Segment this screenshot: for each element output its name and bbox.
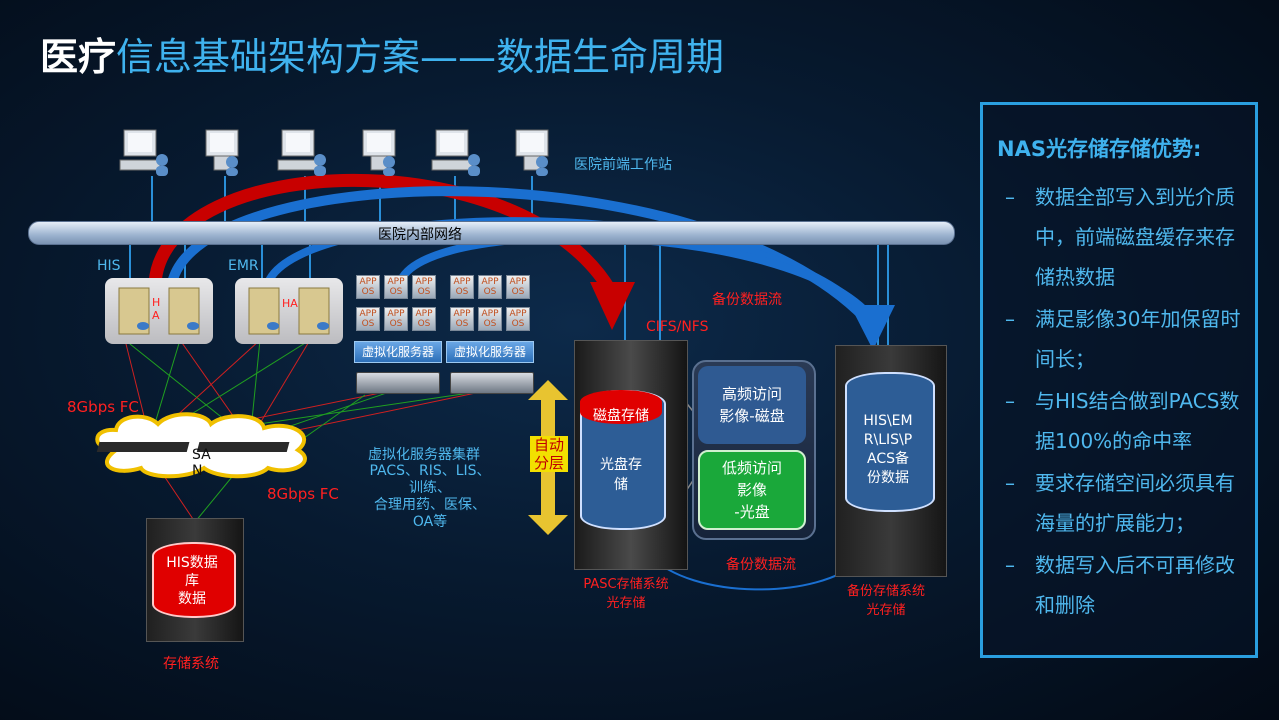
app-os-icon: APP OS <box>356 275 380 299</box>
workstation-icon <box>118 128 168 176</box>
list-item-text: 与HIS结合做到PACS数据100%的命中率 <box>1035 389 1240 453</box>
workstation-icon <box>510 128 554 176</box>
app-os-icon: APP OS <box>450 275 474 299</box>
app-os-icon: APP OS <box>506 307 530 331</box>
advantages-list: –数据全部写入到光介质中，前端磁盘缓存来存储热数据 –满足影像30年加保留时间长… <box>1005 177 1245 627</box>
high-freq-card: 高频访问 影像-磁盘 <box>698 366 806 444</box>
bullet-dash: – <box>1005 389 1015 413</box>
bullet-dash: – <box>1005 471 1015 495</box>
fc-label-2: 8Gbps FC <box>267 485 339 503</box>
pacs-system-label: PASC存储系统 光存储 <box>583 577 669 611</box>
bullet-dash: – <box>1005 185 1015 209</box>
disk-store-band <box>580 390 662 424</box>
san-label: SA N <box>192 447 211 479</box>
list-item: –满足影像30年加保留时间长； <box>1005 299 1245 379</box>
app-os-icon: APP OS <box>384 307 408 331</box>
title-bold: 医疗 <box>40 35 117 79</box>
auto-tier-label: 自动 分层 <box>530 436 568 472</box>
vserver-box-2: 虚拟化服务器 <box>446 341 534 363</box>
backup-system-label: 备份存储系统 光存储 <box>846 584 925 618</box>
server-unit <box>356 372 440 394</box>
emr-label: EMR <box>228 258 259 274</box>
advantages-panel: NAS光存储存储优势: –数据全部写入到光介质中，前端磁盘缓存来存储热数据 –满… <box>980 102 1258 658</box>
network-label: 医院内部网络 <box>378 227 462 243</box>
fc-label-1: 8Gbps FC <box>67 398 139 416</box>
optical-store-label: 光盘存 储 <box>600 457 642 493</box>
vserver-box-1: 虚拟化服务器 <box>354 341 442 363</box>
server-unit <box>450 372 534 394</box>
list-item: –数据写入后不可再修改和删除 <box>1005 545 1245 625</box>
list-item-text: 数据全部写入到光介质中，前端磁盘缓存来存储热数据 <box>1035 185 1235 289</box>
storage-system-label: 存储系统 <box>163 656 219 672</box>
his-db-label: HIS数据 库 数据 <box>166 555 218 607</box>
low-freq-card: 低频访问 影像 -光盘 <box>698 450 806 530</box>
ha-label-his: H A <box>152 296 161 322</box>
app-os-icon: APP OS <box>412 307 436 331</box>
app-os-icon: APP OS <box>412 275 436 299</box>
title-rest: 信息基础架构方案——数据生命周期 <box>116 35 725 79</box>
cluster-title: 虚拟化服务器集群 <box>368 447 480 463</box>
list-item: –与HIS结合做到PACS数据100%的命中率 <box>1005 381 1245 461</box>
disk-store-label: 磁盘存储 <box>593 408 649 424</box>
network-bar <box>28 221 955 245</box>
his-server-cluster <box>105 278 213 344</box>
list-item-text: 要求存储空间必须具有海量的扩展能力； <box>1035 471 1235 535</box>
app-os-icon: APP OS <box>450 307 474 331</box>
front-workstation-label: 医院前端工作站 <box>574 157 672 173</box>
panel-title: NAS光存储存储优势: <box>997 137 1202 161</box>
bullet-dash: – <box>1005 307 1015 331</box>
list-item-text: 数据写入后不可再修改和删除 <box>1035 553 1235 617</box>
page-title: 医疗信息基础架构方案——数据生命周期 <box>40 26 724 81</box>
cluster-items: PACS、RIS、LIS、 训练、 合理用药、医保、 OA等 <box>369 463 491 530</box>
workstation-icon <box>430 128 480 176</box>
his-label: HIS <box>97 258 121 274</box>
app-os-icon: APP OS <box>384 275 408 299</box>
backup-data-label: HIS\EM R\LIS\P ACS备 份数据 <box>863 413 913 486</box>
app-os-icon: APP OS <box>478 275 502 299</box>
workstation-icon <box>200 128 244 176</box>
his-db-cylinder <box>152 542 236 618</box>
workstation-icon <box>276 128 326 176</box>
san-cloud <box>95 412 307 479</box>
list-item: –数据全部写入到光介质中，前端磁盘缓存来存储热数据 <box>1005 177 1245 297</box>
ha-label-emr: HA <box>282 297 298 310</box>
list-item-text: 满足影像30年加保留时间长； <box>1035 307 1241 371</box>
cifs-label: CIFS/NFS <box>646 319 709 335</box>
app-os-icon: APP OS <box>356 307 380 331</box>
list-item: –要求存储空间必须具有海量的扩展能力； <box>1005 463 1245 543</box>
bullet-dash: – <box>1005 553 1015 577</box>
backup-flow-bottom-label: 备份数据流 <box>726 557 796 573</box>
workstation-icon <box>357 128 401 176</box>
app-os-grid-2: APP OS APP OS APP OS APP OS APP OS APP O… <box>450 275 532 331</box>
app-os-icon: APP OS <box>478 307 502 331</box>
backup-cylinder <box>845 372 935 512</box>
app-os-grid-1: APP OS APP OS APP OS APP OS APP OS APP O… <box>356 275 438 331</box>
emr-server-cluster <box>235 278 343 344</box>
app-os-icon: APP OS <box>506 275 530 299</box>
backup-flow-top-label: 备份数据流 <box>712 292 782 308</box>
